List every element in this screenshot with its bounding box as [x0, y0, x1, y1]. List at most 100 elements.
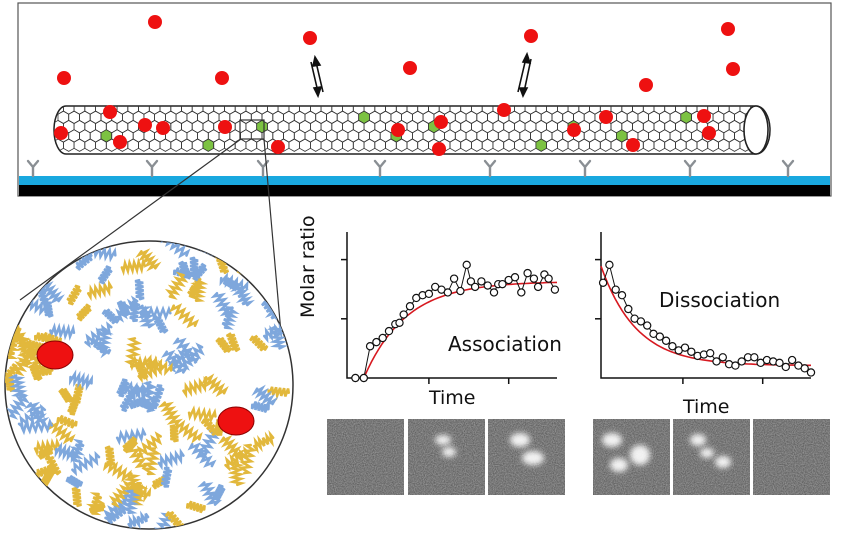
data-point: [405, 302, 415, 311]
bound-ligand-icon: [217, 406, 255, 436]
association-y-axis-label: Molar ratio: [297, 215, 319, 318]
data-point: [806, 368, 816, 377]
helix: [120, 256, 146, 277]
helix: [196, 429, 220, 459]
ligand-dot: [391, 123, 405, 137]
data-point: [636, 317, 646, 326]
ligand-dot: [303, 31, 317, 45]
helix: [75, 252, 93, 271]
data-point: [800, 364, 809, 373]
data-point: [787, 355, 797, 365]
helix: [122, 436, 138, 454]
ligand-dot: [567, 123, 581, 137]
ligand-dot: [432, 142, 446, 156]
helix: [140, 381, 158, 413]
ligand-dot: [639, 78, 653, 92]
helix: [105, 501, 127, 525]
linker-icon: [26, 159, 40, 178]
helix: [71, 450, 101, 477]
association-x-axis-label: Time: [429, 387, 476, 409]
data-point: [544, 274, 553, 283]
helix: [135, 248, 162, 272]
panel-frame: [17, 2, 832, 197]
dissociation-data-points: [598, 260, 816, 377]
fluorescent-spot: [715, 456, 731, 468]
helix: [251, 384, 279, 409]
helix: [101, 308, 121, 325]
association-data-points: [351, 260, 560, 383]
ligand-dot: [434, 115, 448, 129]
ligand-dot: [726, 62, 740, 76]
data-point: [643, 321, 652, 330]
data-point: [687, 347, 696, 356]
helix: [210, 292, 236, 317]
helix: [38, 281, 65, 305]
fluorescent-spot: [442, 447, 456, 457]
data-point: [477, 277, 486, 286]
helix: [225, 332, 241, 352]
helix: [102, 458, 132, 483]
helix: [103, 493, 129, 523]
data-point: [424, 289, 434, 299]
helix: [129, 396, 147, 410]
data-point: [655, 332, 665, 341]
helix: [5, 363, 19, 384]
linker-icon: [483, 159, 497, 178]
fluorescent-spot: [602, 433, 622, 447]
data-point: [399, 310, 408, 319]
helix: [17, 403, 47, 430]
data-point: [470, 282, 480, 292]
data-point: [781, 362, 791, 372]
helix: [87, 279, 113, 302]
data-point: [462, 260, 471, 270]
data-point: [372, 337, 381, 347]
data-point: [365, 342, 375, 351]
helix: [212, 483, 226, 502]
ligand-dot: [103, 105, 117, 119]
data-point: [737, 357, 746, 366]
helix: [157, 401, 183, 426]
data-point: [517, 288, 526, 297]
ligand-dot: [148, 15, 162, 29]
surface-layer: [19, 176, 830, 185]
data-point: [498, 279, 507, 289]
helix: [6, 391, 31, 420]
data-point: [775, 358, 784, 368]
magnification-lines-icon: [19, 138, 282, 334]
helix: [182, 375, 209, 399]
helix: [71, 486, 82, 508]
axis-line: [346, 232, 557, 379]
helix: [134, 361, 149, 380]
helix: [224, 446, 250, 472]
data-point: [718, 353, 728, 362]
association-chart: [341, 232, 560, 384]
fluorescent-spot: [700, 448, 714, 458]
data-point: [624, 304, 633, 314]
linker-icon: [373, 159, 387, 178]
data-point: [533, 282, 543, 292]
helix: [7, 374, 29, 400]
linker-icon: [256, 159, 270, 178]
data-point: [384, 326, 394, 336]
helix: [35, 286, 50, 307]
helix: [185, 500, 206, 514]
helix: [134, 278, 145, 301]
data-point: [611, 285, 620, 294]
helix: [191, 262, 208, 282]
fluorescent-spot: [510, 433, 530, 447]
helix: [172, 337, 201, 364]
ligand-dot: [54, 126, 68, 140]
linker-icon: [683, 159, 697, 178]
magnified-region-box: [239, 119, 265, 140]
association-label: Association: [448, 332, 562, 356]
helix: [42, 299, 54, 318]
data-point: [466, 277, 476, 286]
helix: [20, 417, 53, 436]
nanotube-open-end: [743, 105, 769, 155]
fluorescent-spot: [610, 458, 628, 472]
helix: [108, 480, 134, 509]
bound-ligand-icon: [36, 340, 74, 370]
helix: [267, 386, 290, 401]
data-point: [483, 281, 492, 290]
helix: [40, 469, 55, 487]
